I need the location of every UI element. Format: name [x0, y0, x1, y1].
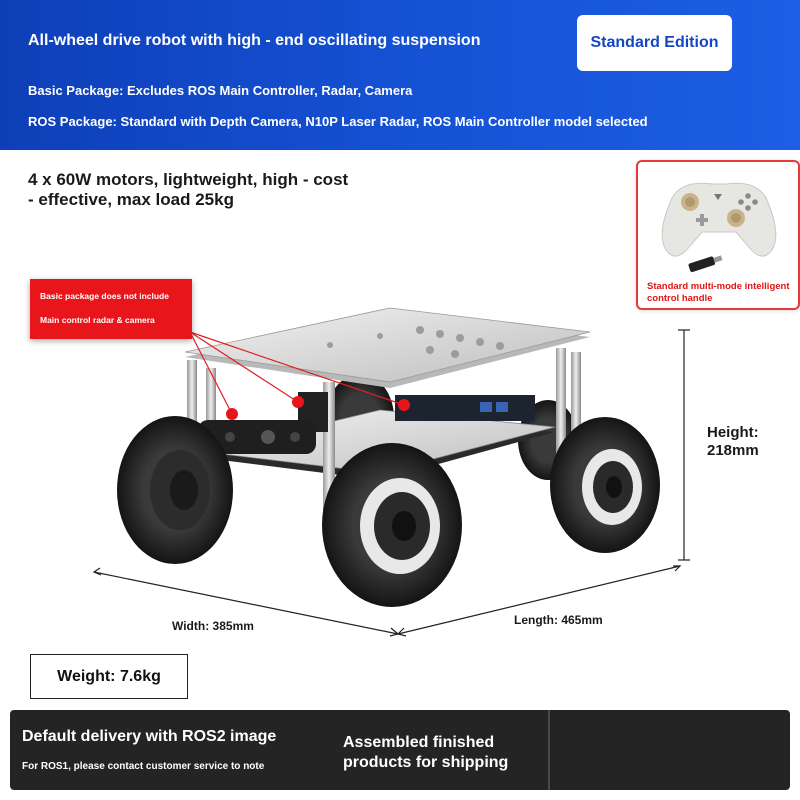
banner-title: All-wheel drive robot with high - end os…: [28, 32, 481, 49]
height-value: Height: 218mm: [707, 424, 759, 459]
gamepad-icon: [661, 182, 777, 273]
top-banner: All-wheel drive robot with high - end os…: [0, 0, 800, 150]
length-label: Length: 465mm: [514, 613, 603, 627]
footer-assembled-text: Assembled finished products for shipping: [343, 734, 509, 771]
callout-dot-radar: [292, 396, 304, 408]
controller-card: Standard multi-mode intelligent control …: [636, 160, 800, 310]
callout-dot-camera: [226, 408, 238, 420]
controller-caption: Standard multi-mode intelligent control …: [647, 281, 790, 304]
front-wheel-right: [550, 417, 660, 553]
front-wheel-left: [117, 416, 233, 564]
callout-line-1: Basic package does not include: [40, 291, 169, 301]
footer-ros1-note: For ROS1, please contact customer servic…: [22, 761, 265, 772]
motors-feature-text: 4 x 60W motors, lightweight, high - cost…: [28, 170, 349, 209]
basic-package-text: Basic Package: Excludes ROS Main Control…: [28, 83, 413, 98]
edition-badge[interactable]: Standard Edition: [577, 15, 732, 71]
front-wheel-center: [322, 443, 462, 607]
footer-divider: [548, 710, 550, 790]
depth-camera: [198, 420, 316, 454]
height-label: Height: 218mm: [707, 424, 777, 460]
callout-box: Basic package does not include Main cont…: [30, 279, 192, 339]
width-label: Width: 385mm: [172, 619, 254, 633]
callout-pointers: [189, 331, 405, 415]
callout-dot-controller: [398, 399, 410, 411]
footer-bar: Default delivery with ROS2 image For ROS…: [10, 710, 790, 790]
weight-box: Weight: 7.6kg: [30, 654, 188, 699]
callout-line-2: Main control radar & camera: [40, 315, 155, 325]
dimension-lines: [92, 329, 690, 637]
robot-illustration: [92, 307, 690, 637]
footer-ros2-title: Default delivery with ROS2 image: [22, 728, 277, 745]
ros-package-text: ROS Package: Standard with Depth Camera,…: [28, 114, 648, 129]
